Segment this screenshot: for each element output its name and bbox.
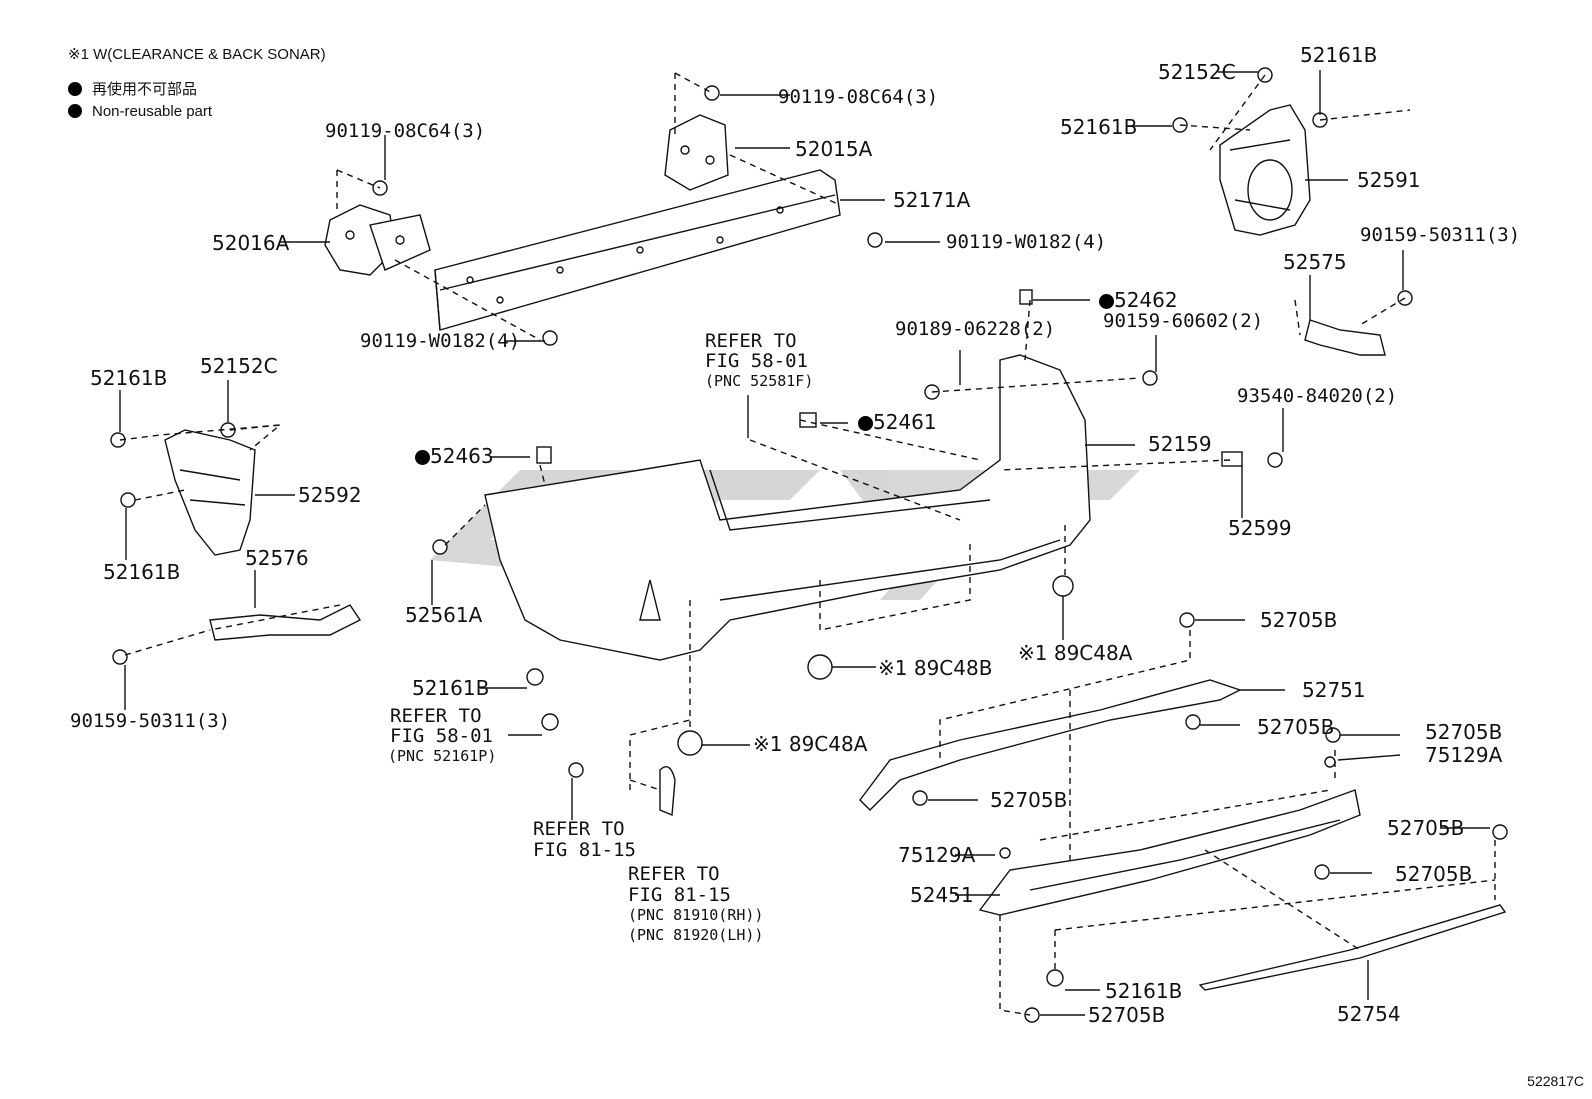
part-label[interactable]: 52159	[1148, 432, 1212, 456]
refer-label[interactable]: FIG 58-01	[705, 350, 808, 372]
part-label[interactable]: 52161B	[1060, 115, 1138, 139]
part-label[interactable]: 52591	[1357, 168, 1421, 192]
part-label[interactable]: 52751	[1302, 678, 1366, 702]
part-label[interactable]: 52561A	[405, 603, 483, 627]
part-label[interactable]: 52592	[298, 483, 362, 507]
bracket-52015a	[664, 114, 729, 191]
black-dot-icon	[858, 416, 873, 431]
part-label[interactable]: 52576	[245, 546, 309, 570]
part-label[interactable]: 52462	[1099, 290, 1178, 310]
part-label[interactable]: 90119-08C64(3)	[778, 86, 939, 108]
legend-jp-text: 再使用不可部品	[92, 81, 198, 98]
part-label[interactable]: 52705B	[990, 788, 1068, 812]
black-dot-icon	[415, 450, 430, 465]
black-dot-icon	[68, 82, 82, 96]
refer-label[interactable]: (PNC 52161P)	[388, 747, 497, 765]
part-label[interactable]: 90159-50311(3)	[1360, 224, 1521, 246]
part-label[interactable]: 52161B	[412, 676, 490, 700]
refer-label[interactable]: REFER TO	[533, 818, 625, 840]
legend-en-text: Non-reusable part	[92, 103, 213, 120]
part-label[interactable]: 52705B	[1387, 816, 1465, 840]
part-label[interactable]: 52152C	[200, 354, 278, 378]
part-label[interactable]: ※1 89C48B	[878, 656, 993, 680]
assembly-lines	[119, 72, 1496, 1016]
part-label[interactable]: 52705B	[1257, 715, 1335, 739]
part-label[interactable]: ※1 89C48A	[753, 732, 868, 756]
refer-label[interactable]: FIG 81-15	[628, 884, 731, 906]
part-label[interactable]: 52705B	[1425, 720, 1503, 744]
part-label[interactable]: 52152C	[1158, 60, 1236, 84]
part-label[interactable]: 52161B	[1105, 979, 1183, 1003]
legend-non-reusable-en: Non-reusable part	[68, 103, 212, 120]
refer-label[interactable]: (PNC 52581F)	[705, 372, 814, 390]
figure-id: 522817C	[1527, 1073, 1584, 1089]
bumper-cover-52159	[484, 354, 1091, 661]
part-label[interactable]: 90119-W0182(4)	[360, 330, 521, 352]
part-label[interactable]: 90119-08C64(3)	[325, 120, 486, 142]
part-label[interactable]: 75129A	[1425, 743, 1503, 767]
part-label[interactable]: 52161B	[90, 366, 168, 390]
part-label[interactable]: 52754	[1337, 1002, 1401, 1026]
garnish-52451	[978, 789, 1361, 916]
molding-52754	[1198, 904, 1507, 991]
rear-bumper-reinforcement	[434, 169, 841, 331]
part-label[interactable]: 52161B	[1300, 43, 1378, 67]
part-label[interactable]: 52599	[1228, 516, 1292, 540]
part-label[interactable]: 90159-60602(2)	[1103, 310, 1264, 332]
refer-label[interactable]: (PNC 81920(LH))	[628, 926, 764, 944]
bracket-52016a	[324, 204, 431, 276]
part-label[interactable]: ※1 89C48A	[1018, 641, 1133, 665]
bracket-52592	[164, 429, 256, 556]
part-label[interactable]: 93540-84020(2)	[1237, 385, 1398, 407]
part-label[interactable]: 52575	[1283, 250, 1347, 274]
part-label[interactable]: 52015A	[795, 137, 873, 161]
part-label[interactable]: 52705B	[1088, 1003, 1166, 1027]
part-label[interactable]: 52161B	[103, 560, 181, 584]
part-label[interactable]: 52461	[858, 412, 937, 432]
lower-garnish-52751	[859, 679, 1242, 811]
refer-label[interactable]: REFER TO	[705, 330, 797, 352]
legend-note: ※1 W(CLEARANCE & BACK SONAR)	[68, 46, 326, 63]
part-label[interactable]: 52451	[910, 883, 974, 907]
retainer-52576	[209, 604, 362, 641]
part-label[interactable]: 52705B	[1260, 608, 1338, 632]
part-label[interactable]: 52463	[415, 446, 494, 466]
refer-label[interactable]: FIG 81-15	[533, 839, 636, 861]
refer-label[interactable]: FIG 58-01	[390, 725, 493, 747]
part-label[interactable]: 90159-50311(3)	[70, 710, 231, 732]
black-dot-icon	[1099, 294, 1114, 309]
part-label[interactable]: 52705B	[1395, 862, 1473, 886]
part-label[interactable]: 90119-W0182(4)	[946, 231, 1107, 253]
bracket-52591	[1219, 104, 1311, 236]
refer-label[interactable]: REFER TO	[628, 863, 720, 885]
retainer-52575	[1304, 319, 1386, 356]
part-label[interactable]: 75129A	[898, 843, 976, 867]
refer-label[interactable]: (PNC 81910(RH))	[628, 906, 764, 924]
part-label[interactable]: 52016A	[212, 231, 290, 255]
leader-lines	[119, 70, 1490, 1016]
legend-non-reusable-jp: 再使用不可部品	[68, 78, 197, 99]
refer-label[interactable]: REFER TO	[390, 705, 482, 727]
black-dot-icon	[68, 104, 82, 118]
part-label[interactable]: 90189-06228(2)	[895, 318, 1056, 340]
part-label[interactable]: 52171A	[893, 188, 971, 212]
